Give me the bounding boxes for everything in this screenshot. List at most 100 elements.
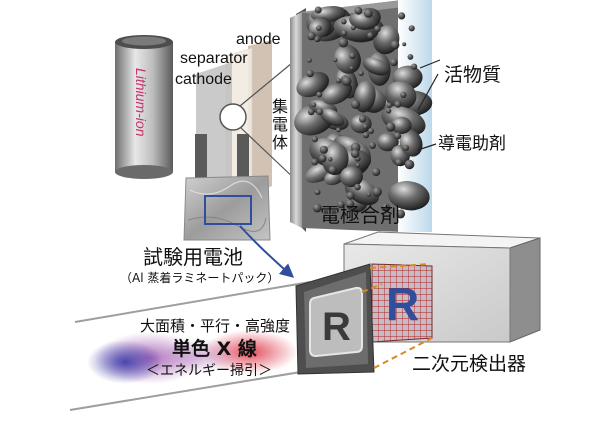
conductive-particle xyxy=(316,91,323,98)
conductive-particle xyxy=(314,189,321,196)
conductive-particle xyxy=(341,18,347,25)
conductive-particle xyxy=(316,108,324,116)
active-material-particle xyxy=(319,108,345,127)
conductive-particle xyxy=(359,115,367,123)
test-cell-sub-label: （Al 蒸着ラミネートパック） xyxy=(120,271,280,285)
conductive-particle xyxy=(314,37,320,42)
conductive-particle xyxy=(349,66,354,71)
conductive-particle xyxy=(333,57,338,63)
conductive-particle xyxy=(385,108,392,114)
conductive-particle xyxy=(402,144,410,151)
energy-sweep-label: ＜エネルギー掃引＞ xyxy=(146,363,272,379)
conductive-particle xyxy=(411,63,418,70)
conductive-particle xyxy=(341,30,348,37)
conductive-particle xyxy=(346,191,355,200)
active-material-particle xyxy=(387,181,430,211)
mono-xray-label: 単色 X 線 xyxy=(172,338,257,360)
conductive-particle xyxy=(337,200,345,209)
active-material-leader xyxy=(419,59,441,69)
cylinder-cell-icon xyxy=(115,35,173,179)
conductive-particle xyxy=(311,102,317,108)
r-letter-icon xyxy=(309,286,363,358)
conductive-particle xyxy=(374,25,381,33)
conductive-particle xyxy=(394,132,402,140)
conductive-particle xyxy=(385,122,396,132)
detector-box xyxy=(343,231,541,343)
xray-beam xyxy=(69,281,326,411)
conductive-particle xyxy=(368,128,374,134)
conductive-particle xyxy=(362,131,370,139)
conductive-particle xyxy=(362,124,368,130)
active-material-particle xyxy=(377,132,399,152)
test-cell-label: 試験用電池 xyxy=(143,245,243,269)
active-material-particle xyxy=(296,71,330,98)
cathode-label: cathode xyxy=(175,71,232,88)
conductive-particle xyxy=(408,25,415,32)
conductive-particle xyxy=(312,203,322,213)
conductive-particle xyxy=(319,145,328,154)
conductive-particle xyxy=(372,187,382,197)
conductive-particle xyxy=(318,154,327,163)
conductive-particle xyxy=(369,142,376,149)
zoom-callout xyxy=(219,57,299,183)
conductive-agent-leader xyxy=(417,143,437,151)
beam-guide-top xyxy=(74,281,311,323)
conductive-particle xyxy=(358,70,364,77)
dashed-guides xyxy=(361,263,433,369)
particle-cluster-icon xyxy=(294,6,433,219)
separator-label: separator xyxy=(180,50,248,67)
conductive-particle xyxy=(307,31,316,41)
active-material-particle xyxy=(340,166,363,188)
conductive-particle xyxy=(314,6,322,14)
conductive-particle xyxy=(345,199,355,209)
conductive-particle xyxy=(367,32,374,39)
conductive-particle xyxy=(350,99,361,109)
conductive-particle xyxy=(407,54,414,60)
conductive-particle xyxy=(307,57,312,63)
current-collector-label: 集電体 xyxy=(269,98,288,152)
conductive-particle xyxy=(394,100,402,108)
conductive-particle xyxy=(382,203,390,211)
conductive-particle xyxy=(338,37,349,48)
conductive-particle xyxy=(395,158,403,166)
conductive-particle xyxy=(396,209,406,219)
conductive-particle xyxy=(354,183,361,191)
beam-guide-bottom xyxy=(69,367,326,411)
pouch-window xyxy=(204,195,252,225)
electrode-mixture-label: 電極合剤 xyxy=(320,203,400,227)
conductive-particle xyxy=(364,9,373,18)
conductive-particle xyxy=(349,52,356,59)
conductive-particle xyxy=(311,158,319,166)
active-material-particle xyxy=(322,80,353,105)
conductive-particle xyxy=(386,102,393,109)
conductive-particle xyxy=(327,157,333,162)
pouch-to-sample-arrow xyxy=(239,225,295,278)
conductive-particle xyxy=(336,78,342,84)
conductive-particle xyxy=(400,91,407,99)
conductive-particle xyxy=(355,163,361,168)
anode-label: anode xyxy=(236,31,281,48)
conductive-particle xyxy=(350,25,356,31)
conductive-particle xyxy=(372,167,381,177)
active-material-particle xyxy=(334,44,361,74)
conductive-particle xyxy=(390,40,400,50)
lithium-ion-label: Lithium-ion xyxy=(133,68,149,137)
beam-properties-label: 大面積・平行・高強度 xyxy=(140,317,291,335)
conductive-particle xyxy=(350,149,360,158)
detector-r-letter: R xyxy=(386,278,419,330)
conductive-particle xyxy=(398,12,406,20)
active-material-label: 活物質 xyxy=(444,64,502,86)
conductive-particle xyxy=(390,58,398,67)
conductive-particle xyxy=(366,192,372,197)
active-material-particle xyxy=(362,57,390,76)
active-material-particle xyxy=(321,142,349,176)
conductive-particle xyxy=(311,136,318,143)
conductive-particle xyxy=(404,159,415,170)
detector-label: 二次元検出器 xyxy=(412,353,527,375)
conductive-particle xyxy=(307,108,315,116)
sample-r-letter: R xyxy=(322,305,351,349)
conductive-particle xyxy=(341,76,352,86)
conductive-particle xyxy=(402,42,407,47)
conductive-particle xyxy=(336,127,341,133)
